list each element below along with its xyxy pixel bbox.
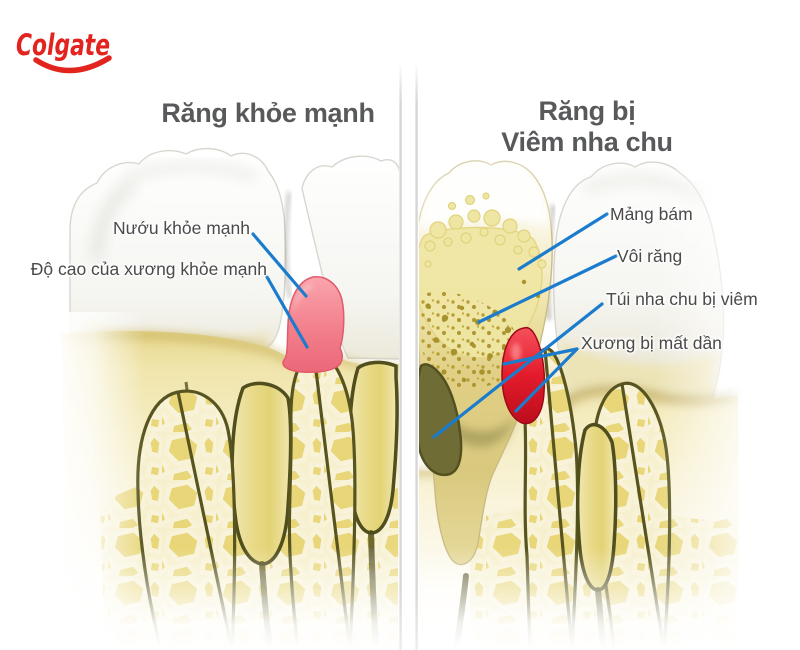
- label-bone-loss: Xương bị mất dần: [581, 333, 722, 353]
- inflamed-gum-shape: [501, 326, 546, 425]
- label-healthy-bone: Độ cao của xương khỏe mạnh: [30, 259, 267, 279]
- split-divider: [399, 62, 419, 650]
- label-plaque: Mảng bám: [610, 204, 693, 224]
- heading-periodontitis: Răng bị Viêm nha chu: [437, 96, 737, 158]
- heading-periodontitis-line2: Viêm nha chu: [501, 127, 673, 157]
- label-pocket: Túi nha chu bị viêm: [606, 289, 758, 309]
- leader-line-tartar: [477, 254, 618, 324]
- healthy-gum-shape: [282, 276, 345, 373]
- heading-periodontitis-line1: Răng bị: [538, 96, 636, 126]
- healthy-root-b: [347, 360, 399, 535]
- colgate-smile-swoosh: [33, 55, 112, 74]
- colgate-logo-text: Colgate: [16, 28, 110, 62]
- leader-line-bone-loss-b: [514, 347, 579, 413]
- label-healthy-gum: Nướu khỏe mạnh: [112, 218, 250, 238]
- heading-healthy: Răng khỏe mạnh: [161, 98, 375, 128]
- colgate-logo: Colgate: [16, 28, 112, 74]
- leader-line-pocket: [432, 302, 604, 439]
- leader-line-healthy-gum: [251, 232, 308, 298]
- leader-line-healthy-bone: [265, 275, 309, 349]
- leader-line-plaque: [517, 212, 609, 271]
- label-tartar: Vôi răng: [617, 246, 683, 266]
- healthy-root-a: [230, 381, 293, 566]
- interdental-gap-shadow: [283, 191, 292, 299]
- leader-line-bone-loss-a: [502, 347, 579, 366]
